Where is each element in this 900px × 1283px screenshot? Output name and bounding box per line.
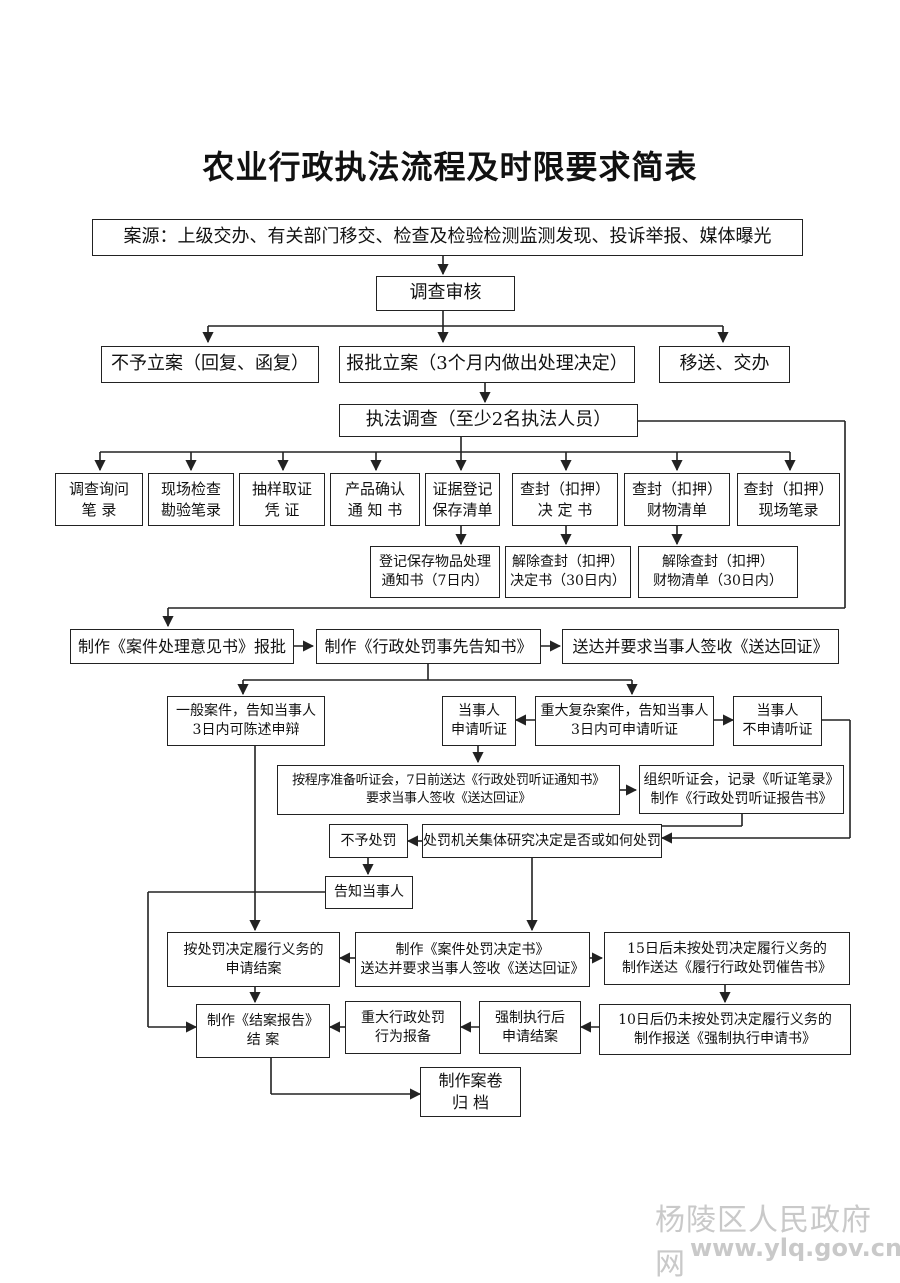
party-no-hearing-box: 当事人 不申请听证 xyxy=(733,696,822,746)
no-case-box: 不予立案（回复、函复） xyxy=(101,346,319,383)
major-case-box: 重大复杂案件，告知当事人 3日内可申请听证 xyxy=(535,696,714,746)
deliver-sign-box: 送达并要求当事人签收《送达回证》 xyxy=(562,629,839,664)
no-penalty-box: 不予处罚 xyxy=(329,824,408,858)
apply-close-box: 按处罚决定履行义务的 申请结案 xyxy=(167,932,340,987)
seal-list-box: 查封（扣押） 财物清单 xyxy=(624,473,730,526)
review-box: 调查审核 xyxy=(376,276,515,311)
seal-decision-box: 查封（扣押） 决 定 书 xyxy=(512,473,618,526)
watermark-url: www.ylq.gov.cn xyxy=(690,1234,900,1262)
decision-doc-box: 制作《案件处罚决定书》 送达并要求当事人签收《送达回证》 xyxy=(355,932,590,987)
major-record-box: 重大行政处罚 行为报备 xyxy=(345,1001,461,1054)
enforce-apply-box: 10日后仍未按处罚决定履行义务的 制作报送《强制执行申请书》 xyxy=(599,1004,851,1055)
sampling-voucher-box: 抽样取证 凭 证 xyxy=(239,473,325,526)
file-case-box: 报批立案（3个月内做出处理决定） xyxy=(339,346,635,383)
archive-box: 制作案卷 归 档 xyxy=(420,1067,521,1117)
notify-party-box: 告知当事人 xyxy=(325,876,413,909)
hearing-hold-box: 组织听证会，记录《听证笔录》 制作《行政处罚听证报告书》 xyxy=(639,765,844,814)
inspection-record-box: 现场检查 勘验笔录 xyxy=(148,473,234,526)
inquiry-record-box: 调查询问 笔 录 xyxy=(55,473,143,526)
close-report-box: 制作《结案报告》 结 案 xyxy=(196,1004,330,1058)
transfer-box: 移送、交办 xyxy=(659,346,790,383)
prior-notice-box: 制作《行政处罚事先告知书》 xyxy=(316,629,541,664)
investigate-box: 执法调查（至少2名执法人员） xyxy=(339,404,638,437)
product-confirm-box: 产品确认 通 知 书 xyxy=(330,473,420,526)
page-title: 农业行政执法流程及时限要求简表 xyxy=(202,148,698,186)
enforce-close-box: 强制执行后 申请结案 xyxy=(479,1001,581,1054)
watermark-site-name: 杨陵区人民政府网 xyxy=(655,1203,872,1282)
collective-decision-box: 处罚机关集体研究决定是否或如何处罚 xyxy=(422,824,662,858)
case-opinion-box: 制作《案件处理意见书》报批 xyxy=(70,629,294,664)
source-box: 案源：上级交办、有关部门移交、检查及检验检测监测发现、投诉举报、媒体曝光 xyxy=(92,219,803,256)
register-notice-box: 登记保存物品处理 通知书（7日内） xyxy=(370,546,500,598)
release-decision-box: 解除查封（扣押） 决定书（30日内） xyxy=(505,546,631,598)
seal-record-box: 查封（扣押） 现场笔录 xyxy=(737,473,840,526)
general-case-box: 一般案件，告知当事人 3日内可陈述申辩 xyxy=(167,696,325,746)
evidence-register-box: 证据登记 保存清单 xyxy=(425,473,500,526)
urge-doc-box: 15日后未按处罚决定履行义务的 制作送达《履行行政处罚催告书》 xyxy=(604,932,850,985)
hearing-prep-box: 按程序准备听证会，7日前送达《行政处罚听证通知书》 要求当事人签收《送达回证》 xyxy=(277,765,620,815)
party-apply-hearing-box: 当事人 申请听证 xyxy=(442,696,516,746)
release-list-box: 解除查封（扣押） 财物清单（30日内） xyxy=(638,546,798,598)
